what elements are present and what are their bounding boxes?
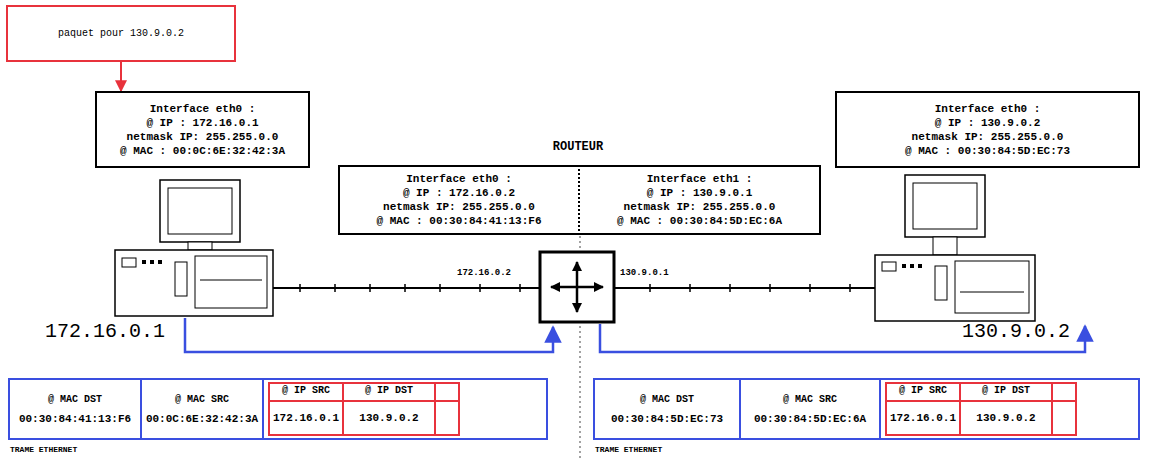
node-text: @ IP DST <box>342 385 436 396</box>
mac-cell: @ MAC SRC 00:0C:6E:32:42:3A <box>142 380 264 438</box>
drive-bay <box>955 261 1029 313</box>
node-text: netmask IP: 255.255.0.0 <box>624 200 776 214</box>
node-text: @ MAC : 00:30:84:41:13:F6 <box>376 214 541 228</box>
interface-address: 172.16.0.2 <box>457 268 511 278</box>
ip-field-cell <box>434 400 460 436</box>
node-text: paquet pour 130.9.0.2 <box>58 28 184 39</box>
router-arrow <box>576 287 579 312</box>
ethernet-frame: TRAME ETHERNET@ MAC DST00:30:84:5D:EC:73… <box>593 378 1140 440</box>
ethernet-frame: TRAME ETHERNET@ MAC DST00:30:84:41:13:F6… <box>8 378 548 440</box>
computer-left <box>115 180 273 316</box>
node-text: @ MAC : 00:30:84:5D:EC:73 <box>905 144 1070 158</box>
led <box>158 260 162 264</box>
router-title: ROUTEUR <box>553 140 603 154</box>
node-text: 00:30:84:5D:EC:73 <box>611 413 723 425</box>
node-text: @ MAC DST <box>48 394 102 405</box>
network-cable <box>273 287 540 289</box>
node-text: @ MAC DST <box>640 394 694 405</box>
monitor-stand <box>188 242 212 250</box>
node-text: @ IP : 130.9.0.1 <box>647 186 753 200</box>
frame-path-arrow <box>185 318 553 352</box>
ip-packet: @ IP SRC@ IP DST 172.16.0.1 130.9.0.2 <box>264 380 546 438</box>
node-text: netmask IP: 255.255.0.0 <box>912 130 1064 144</box>
screen <box>913 183 977 229</box>
node-text: Interface eth0 : <box>150 102 256 116</box>
node-text: @ IP SRC <box>885 385 961 396</box>
host-address: 130.9.0.2 <box>962 320 1070 343</box>
node-text: 00:0C:6E:32:42:3A <box>146 413 258 425</box>
router-interface-box: Interface eth0 :@ IP : 172.16.0.2netmask… <box>338 165 580 235</box>
interface-address: 130.9.0.1 <box>620 268 669 278</box>
screen <box>168 188 232 234</box>
led <box>150 260 154 264</box>
router-box <box>540 252 614 322</box>
mac-cell: @ MAC SRC 00:30:84:5D:EC:6A <box>741 380 881 438</box>
node-text: Interface eth1 : <box>647 172 753 186</box>
node-text: Interface eth0 : <box>406 172 512 186</box>
ip-address-cell: 130.9.0.2 <box>342 400 436 436</box>
ip-field-cell <box>434 382 460 402</box>
drive-bay <box>195 256 267 308</box>
drive-slot <box>175 262 187 296</box>
ip-address-cell: 172.16.0.1 <box>885 400 961 436</box>
node-text: @ IP SRC <box>268 385 344 396</box>
drive-line <box>960 292 1024 293</box>
node-text: @ IP DST <box>959 385 1053 396</box>
host-address: 172.16.0.1 <box>45 320 165 343</box>
computer-case <box>875 255 1035 321</box>
interface-box: Interface eth0 :@ IP : 130.9.0.2netmask … <box>835 91 1140 168</box>
drive-slot <box>935 266 947 300</box>
packet-arrow <box>120 62 122 91</box>
node-text: @ IP : 172.16.0.1 <box>146 116 258 130</box>
ip-address-cell: 172.16.0.1 <box>268 400 344 436</box>
ip-field-cell <box>1051 400 1077 436</box>
ip-packet: @ IP SRC@ IP DST 172.16.0.1 130.9.0.2 <box>881 380 1138 438</box>
mac-cell: @ MAC DST 00:30:84:41:13:F6 <box>10 380 142 438</box>
node-text: 172.16.0.1 <box>273 412 339 424</box>
router-arrow <box>576 262 579 287</box>
router-interface-box: Interface eth1 :@ IP : 130.9.0.1netmask … <box>580 165 821 235</box>
node-text: @ IP : 172.16.0.2 <box>403 186 515 200</box>
frame-caption: TRAME ETHERNET <box>10 445 77 454</box>
packet-box: paquet pour 130.9.0.2 <box>6 5 236 62</box>
node-text: 172.16.0.1 <box>890 412 956 424</box>
node-text: netmask IP: 255.255.0.0 <box>383 200 535 214</box>
computer-case <box>115 250 273 316</box>
cable-ticks <box>300 284 520 292</box>
monitor <box>905 175 985 237</box>
computer-right <box>875 175 1035 321</box>
frame-caption: TRAME ETHERNET <box>595 445 662 454</box>
node-text: @ MAC : 00:0C:6E:32:42:3A <box>120 144 285 158</box>
node-text: 130.9.0.2 <box>359 412 418 424</box>
ip-field-cell <box>1051 382 1077 402</box>
router-arrow <box>551 286 577 289</box>
network-cable <box>614 287 875 289</box>
node-text: netmask IP: 255.255.0.0 <box>127 130 279 144</box>
router-arrow <box>577 286 603 289</box>
node-text: 00:30:84:5D:EC:6A <box>754 413 866 425</box>
led <box>142 260 146 264</box>
node-text: 130.9.0.2 <box>976 412 1035 424</box>
node-text: Interface eth0 : <box>935 102 1041 116</box>
router-symbol <box>540 252 614 322</box>
led <box>910 264 914 268</box>
monitor <box>160 180 240 242</box>
interface-box: Interface eth0 :@ IP : 172.16.0.1netmask… <box>95 91 310 168</box>
monitor-stand <box>933 237 957 255</box>
cable-ticks <box>650 284 850 292</box>
ip-address-cell: 130.9.0.2 <box>959 400 1053 436</box>
node-text: 00:30:84:41:13:F6 <box>19 413 131 425</box>
power-button <box>122 258 136 267</box>
node-text: @ MAC SRC <box>783 394 837 405</box>
node-text: @ MAC SRC <box>175 394 229 405</box>
node-text: @ IP : 130.9.0.2 <box>935 116 1041 130</box>
drive-line <box>200 280 262 281</box>
power-button <box>882 262 896 271</box>
led <box>902 264 906 268</box>
node-text: @ MAC : 00:30:84:5D:EC:6A <box>617 214 782 228</box>
mac-cell: @ MAC DST 00:30:84:5D:EC:73 <box>595 380 741 438</box>
led <box>918 264 922 268</box>
